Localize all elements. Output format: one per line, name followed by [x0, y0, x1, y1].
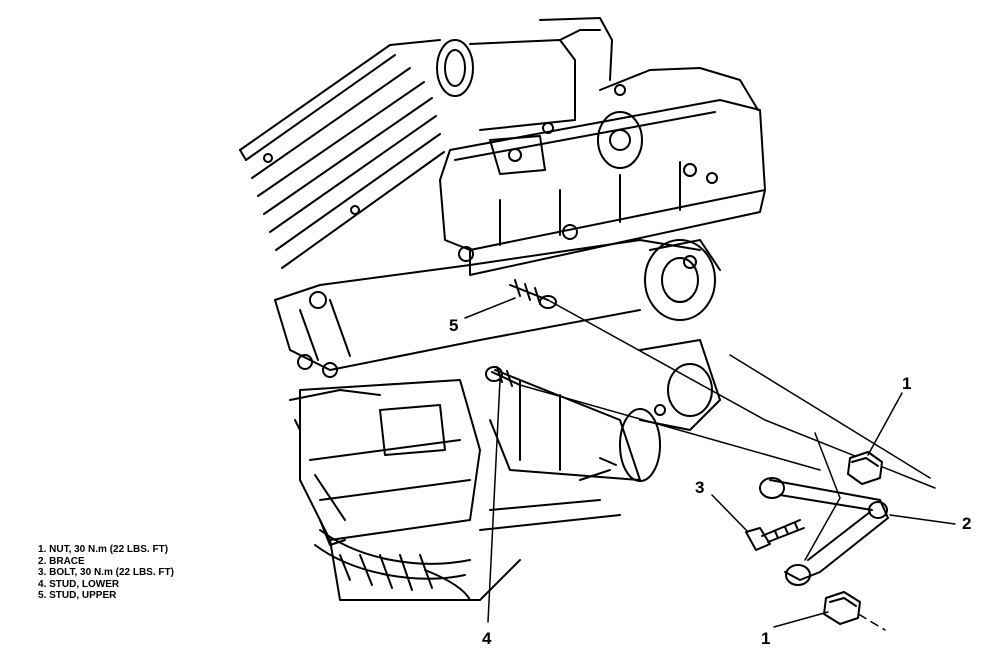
legend-item: 2. BRACE — [38, 555, 85, 567]
callout-stud-lower: 4 — [482, 629, 492, 648]
legend-number: 2 — [38, 555, 44, 567]
nut-lower[interactable] — [823, 591, 861, 625]
legend-text: BOLT, 30 N.m (22 LBS. FT) — [49, 567, 174, 578]
legend-item: 1. NUT, 30 N.m (22 LBS. FT) — [38, 544, 169, 555]
legend-number: 1 — [38, 544, 44, 555]
throttle-body — [436, 17, 643, 175]
callout-bolt: 3 — [695, 478, 704, 497]
parts-legend: 1. NUT, 30 N.m (22 LBS. FT) 2. BRACE 3. … — [38, 544, 174, 602]
legend-text: STUD, UPPER — [49, 590, 117, 601]
legend-number: 4 — [38, 578, 44, 590]
legend-text: STUD, LOWER — [49, 578, 120, 590]
oil-filter — [489, 369, 661, 482]
brace[interactable] — [759, 477, 889, 586]
lower-stud — [485, 366, 521, 387]
upper-stud — [509, 279, 557, 309]
legend-item: 3. BOLT, 30 N.m (22 LBS. FT) — [38, 567, 174, 578]
intake-manifold — [439, 67, 766, 276]
alternator — [639, 239, 721, 431]
legend-item: 5. STUD, UPPER — [38, 590, 117, 601]
legend-item: 4. STUD, LOWER — [38, 578, 120, 590]
callout-brace: 2 — [962, 514, 971, 533]
nut-upper[interactable] — [847, 451, 883, 485]
callout-nut-upper: 1 — [902, 374, 911, 393]
legend-number: 3 — [38, 567, 44, 578]
bolt[interactable] — [745, 519, 805, 551]
callout-stud-upper: 5 — [449, 316, 458, 335]
legend-text: BRACE — [49, 555, 85, 567]
legend-text: NUT, 30 N.m (22 LBS. FT) — [49, 544, 169, 555]
legend-number: 5 — [38, 590, 44, 601]
wiring-harness — [314, 519, 471, 601]
leader-lines — [464, 297, 956, 628]
engine-block-lower — [299, 379, 621, 601]
valve-cover-fins — [239, 39, 445, 269]
exhaust-manifold — [274, 239, 701, 431]
callout-nut-lower: 1 — [761, 629, 770, 648]
